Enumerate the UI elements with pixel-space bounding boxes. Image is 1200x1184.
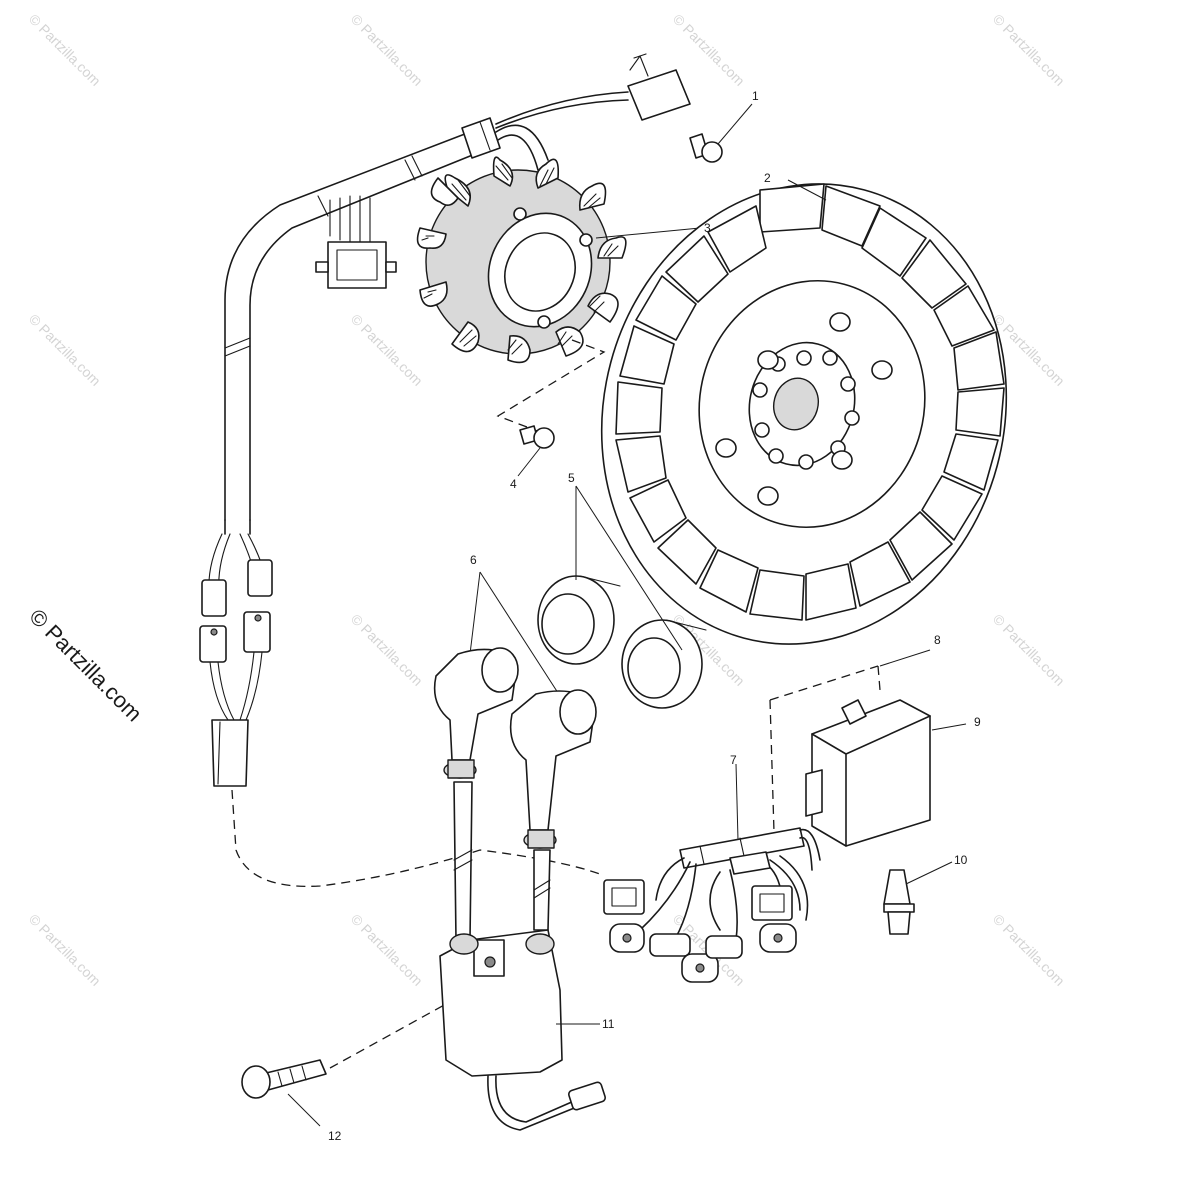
watermark-tile: © Partzilla.com	[348, 311, 426, 389]
callout-4: 4	[510, 477, 517, 491]
watermark-tile: © Partzilla.com	[26, 311, 104, 389]
callout-6: 6	[470, 553, 477, 567]
watermark-tile: © Partzilla.com	[990, 911, 1068, 989]
part-3-stator	[416, 156, 701, 433]
part-2-flywheel	[600, 179, 1008, 645]
callout-9: 9	[974, 715, 981, 729]
callout-5: 5	[568, 471, 575, 485]
callout-numbers: 1 2 3 4 5 6 7 8 9 10 11 12	[328, 89, 981, 1143]
watermark-tile: © Partzilla.com	[990, 11, 1068, 89]
watermark-tile: © Partzilla.com	[990, 611, 1068, 689]
callout-1: 1	[752, 89, 759, 103]
watermark-side: © Partzilla.com	[24, 604, 147, 727]
part-10-fastener	[883, 861, 953, 935]
callout-8: 8	[934, 633, 941, 647]
part-6-spark-plug-caps	[433, 571, 597, 849]
part-9-cdi-box	[769, 649, 967, 847]
part-4-stator-screw	[517, 425, 555, 477]
part-11-ignition-coil	[439, 781, 607, 1131]
part-12-coil-bolt	[241, 1003, 447, 1127]
part-1-pickup-screw	[627, 53, 753, 163]
callout-2: 2	[764, 171, 771, 185]
watermark-tile: © Partzilla.com	[348, 611, 426, 689]
watermark-tile: © Partzilla.com	[26, 11, 104, 89]
part-7-cdi-harness	[603, 763, 821, 983]
callout-11: 11	[602, 1017, 615, 1031]
watermark-tile: © Partzilla.com	[670, 11, 748, 89]
watermark-tile: © Partzilla.com	[348, 911, 426, 989]
part-5-caps	[537, 485, 707, 709]
callout-3: 3	[704, 221, 711, 235]
stator-harness	[199, 91, 629, 888]
callout-7: 7	[730, 753, 737, 767]
watermark-tile: © Partzilla.com	[26, 911, 104, 989]
watermark-tile: © Partzilla.com	[348, 11, 426, 89]
callout-10: 10	[954, 853, 968, 867]
callout-12: 12	[328, 1129, 342, 1143]
